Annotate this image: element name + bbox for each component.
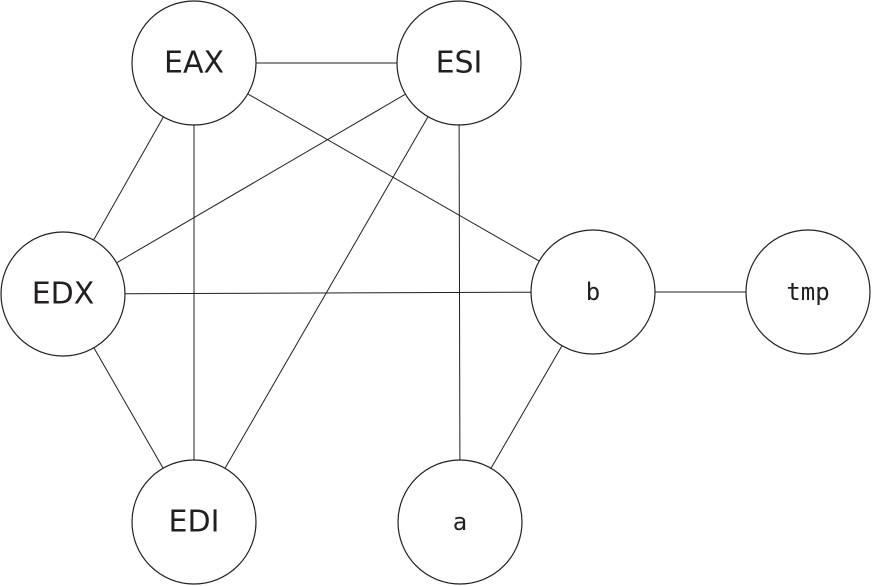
- edge-esi-edx: [116, 93, 406, 264]
- node-label-eax: EAX: [164, 46, 224, 81]
- node-a: a: [397, 459, 523, 585]
- edge-b-a: [490, 345, 563, 469]
- node-circle-tmp: [745, 229, 871, 355]
- node-edi: EDI: [131, 459, 257, 585]
- node-circle-a: [397, 459, 523, 585]
- node-label-edi: EDI: [169, 505, 220, 540]
- node-label-tmp: tmp: [786, 278, 829, 306]
- node-circle-eax: [131, 0, 257, 126]
- node-circle-esi: [396, 0, 522, 126]
- node-tmp: tmp: [745, 229, 871, 355]
- node-label-edx: EDX: [32, 277, 95, 312]
- edge-esi-edi: [224, 116, 429, 469]
- edge-eax-edx: [93, 116, 164, 241]
- edge-eax-b: [247, 93, 540, 262]
- node-eax: EAX: [131, 0, 257, 126]
- node-circle-edi: [131, 459, 257, 585]
- node-circle-b: [530, 229, 656, 355]
- edges-layer: [93, 62, 746, 469]
- node-esi: ESI: [396, 0, 522, 126]
- node-edx: EDX: [0, 231, 126, 357]
- node-label-a: a: [453, 508, 467, 536]
- node-b: b: [530, 229, 656, 355]
- node-label-esi: ESI: [436, 46, 483, 81]
- edge-edx-edi: [93, 347, 164, 469]
- node-circle-edx: [0, 231, 126, 357]
- edge-edx-b: [124, 291, 532, 295]
- node-label-b: b: [586, 278, 600, 306]
